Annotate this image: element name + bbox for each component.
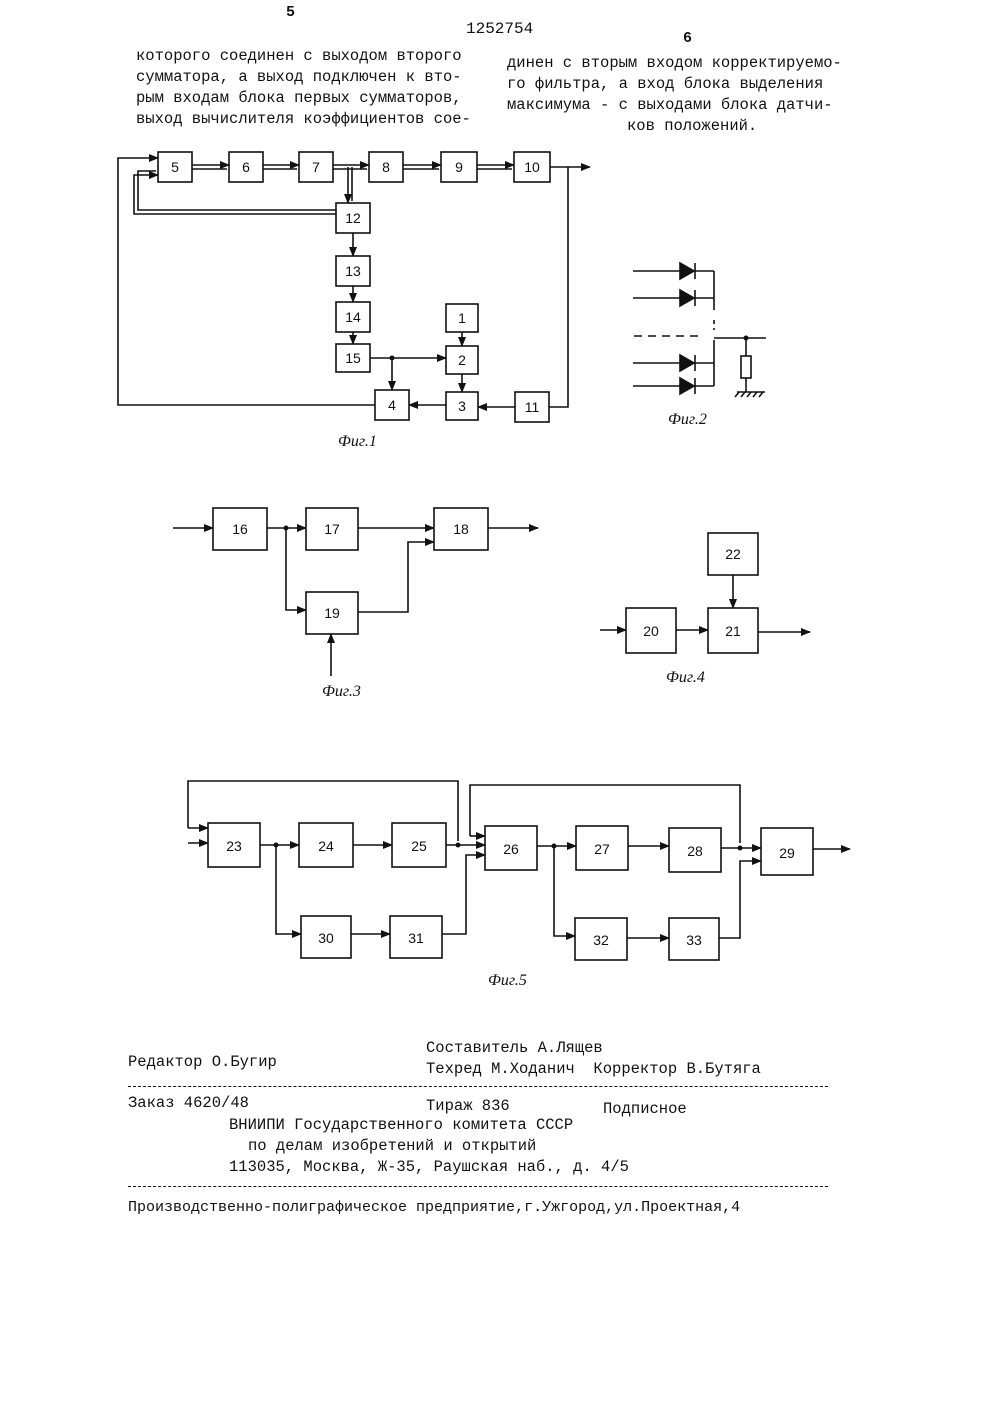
label-block-16: 16: [232, 521, 248, 537]
imprint-circulation: Тираж 836: [426, 1096, 510, 1117]
label-block-26: 26: [503, 841, 519, 857]
label-block-18: 18: [453, 521, 469, 537]
caption-fig-1: Фиг.1: [338, 433, 377, 450]
imprint-techred-corrector: Техред М.Ходанич Корректор В.Бутяга: [426, 1059, 761, 1080]
label-block-21: 21: [725, 623, 741, 639]
label-block-29: 29: [779, 845, 795, 861]
label-block-1: 1: [458, 310, 466, 326]
label-block-2: 2: [458, 352, 466, 368]
imprint-subscription: Подписное: [603, 1099, 687, 1120]
label-block-23: 23: [226, 838, 242, 854]
label-block-28: 28: [687, 843, 703, 859]
label-block-31: 31: [408, 930, 424, 946]
imprint-org-1: ВНИИПИ Государственного комитета СССР: [229, 1115, 573, 1136]
caption-fig-5: Фиг.5: [488, 972, 527, 989]
figure-4: [600, 533, 810, 653]
imprint-divider-1: [128, 1086, 828, 1087]
label-block-11: 11: [525, 399, 540, 415]
label-block-3: 3: [458, 398, 466, 414]
label-block-20: 20: [643, 623, 659, 639]
label-block-9: 9: [455, 159, 463, 175]
label-block-25: 25: [411, 838, 427, 854]
label-block-13: 13: [345, 263, 361, 279]
imprint-composer: Составитель А.Лящев: [426, 1038, 603, 1059]
label-block-10: 10: [524, 159, 540, 175]
caption-fig-3: Фиг.3: [322, 683, 361, 700]
label-block-5: 5: [171, 159, 179, 175]
imprint-editor: Редактор О.Бугир: [128, 1052, 277, 1073]
caption-fig-4: Фиг.4: [666, 669, 705, 686]
imprint-org-2: по делам изобретений и открытий: [248, 1136, 536, 1157]
imprint-divider-2: [128, 1186, 828, 1187]
label-block-30: 30: [318, 930, 334, 946]
label-block-14: 14: [345, 309, 361, 325]
label-block-7: 7: [312, 159, 320, 175]
figures-canvas: 5 6 7 8 9 10 12 13 14 15 1 2 3 4 11 16 1…: [0, 0, 1000, 1030]
figure-1: [118, 152, 590, 422]
figure-2: [633, 263, 766, 397]
label-block-32: 32: [593, 932, 609, 948]
figure-5: [188, 781, 850, 960]
figure-3: [173, 508, 538, 676]
label-block-24: 24: [318, 838, 334, 854]
label-block-4: 4: [388, 397, 396, 413]
imprint-order: Заказ 4620/48: [128, 1093, 249, 1114]
caption-fig-2: Фиг.2: [668, 411, 707, 428]
label-block-27: 27: [594, 841, 610, 857]
imprint-address: 113035, Москва, Ж-35, Раушская наб., д. …: [229, 1157, 629, 1178]
label-block-17: 17: [324, 521, 340, 537]
label-block-12: 12: [345, 210, 361, 226]
imprint-printer: Производственно-полиграфическое предприя…: [128, 1197, 740, 1218]
label-block-6: 6: [242, 159, 250, 175]
label-block-33: 33: [686, 932, 702, 948]
label-block-22: 22: [725, 546, 741, 562]
label-block-19: 19: [324, 605, 340, 621]
label-block-15: 15: [345, 350, 361, 366]
label-block-8: 8: [382, 159, 390, 175]
